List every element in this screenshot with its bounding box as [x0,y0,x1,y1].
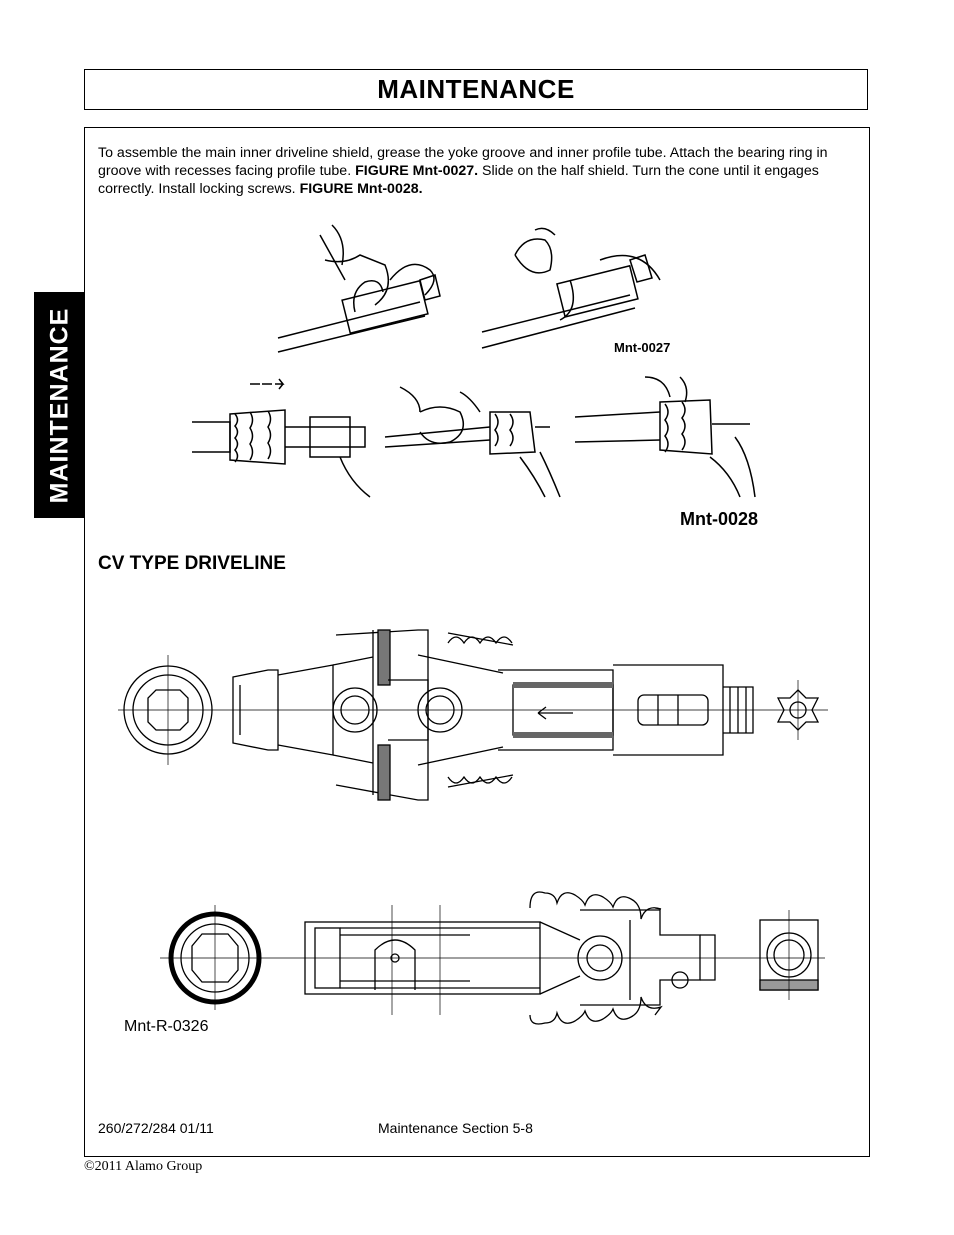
side-tab-label: MAINTENANCE [45,307,73,503]
figure-label-mnt-r-0326: Mnt-R-0326 [124,1018,209,1035]
figure-ref-1: FIGURE Mnt-0027. [355,163,479,179]
intro-paragraph: To assemble the main inner driveline shi… [98,144,858,198]
figure-ref-2: FIGURE Mnt-0028. [299,181,423,197]
figure-mnt-0027-illustration [277,224,661,353]
figure-mnt-0028-illustration [192,376,756,498]
intro-text-2: Slide on the half shield. Turn the cone … [98,163,819,197]
header-box: MAINTENANCE [84,69,868,110]
footer-section: Maintenance Section 5-8 [378,1120,533,1136]
figure-label-mnt-0027: Mnt-0027 [614,340,671,355]
figure-label-mnt-0028: Mnt-0028 [680,509,759,529]
footer-model-date: 260/272/284 01/11 [98,1120,214,1136]
page-title: MAINTENANCE [377,74,575,104]
footer-copyright: ©2011 Alamo Group [84,1159,203,1174]
section-title-cv-type-driveline: CV TYPE DRIVELINE [98,553,286,574]
cv-driveline-diagram-bottom [160,891,825,1025]
intro-text-1: To assemble the main inner driveline shi… [98,145,828,179]
side-tab: MAINTENANCE [34,292,85,518]
cv-driveline-diagram-top [118,629,828,801]
content-box [84,127,870,1157]
